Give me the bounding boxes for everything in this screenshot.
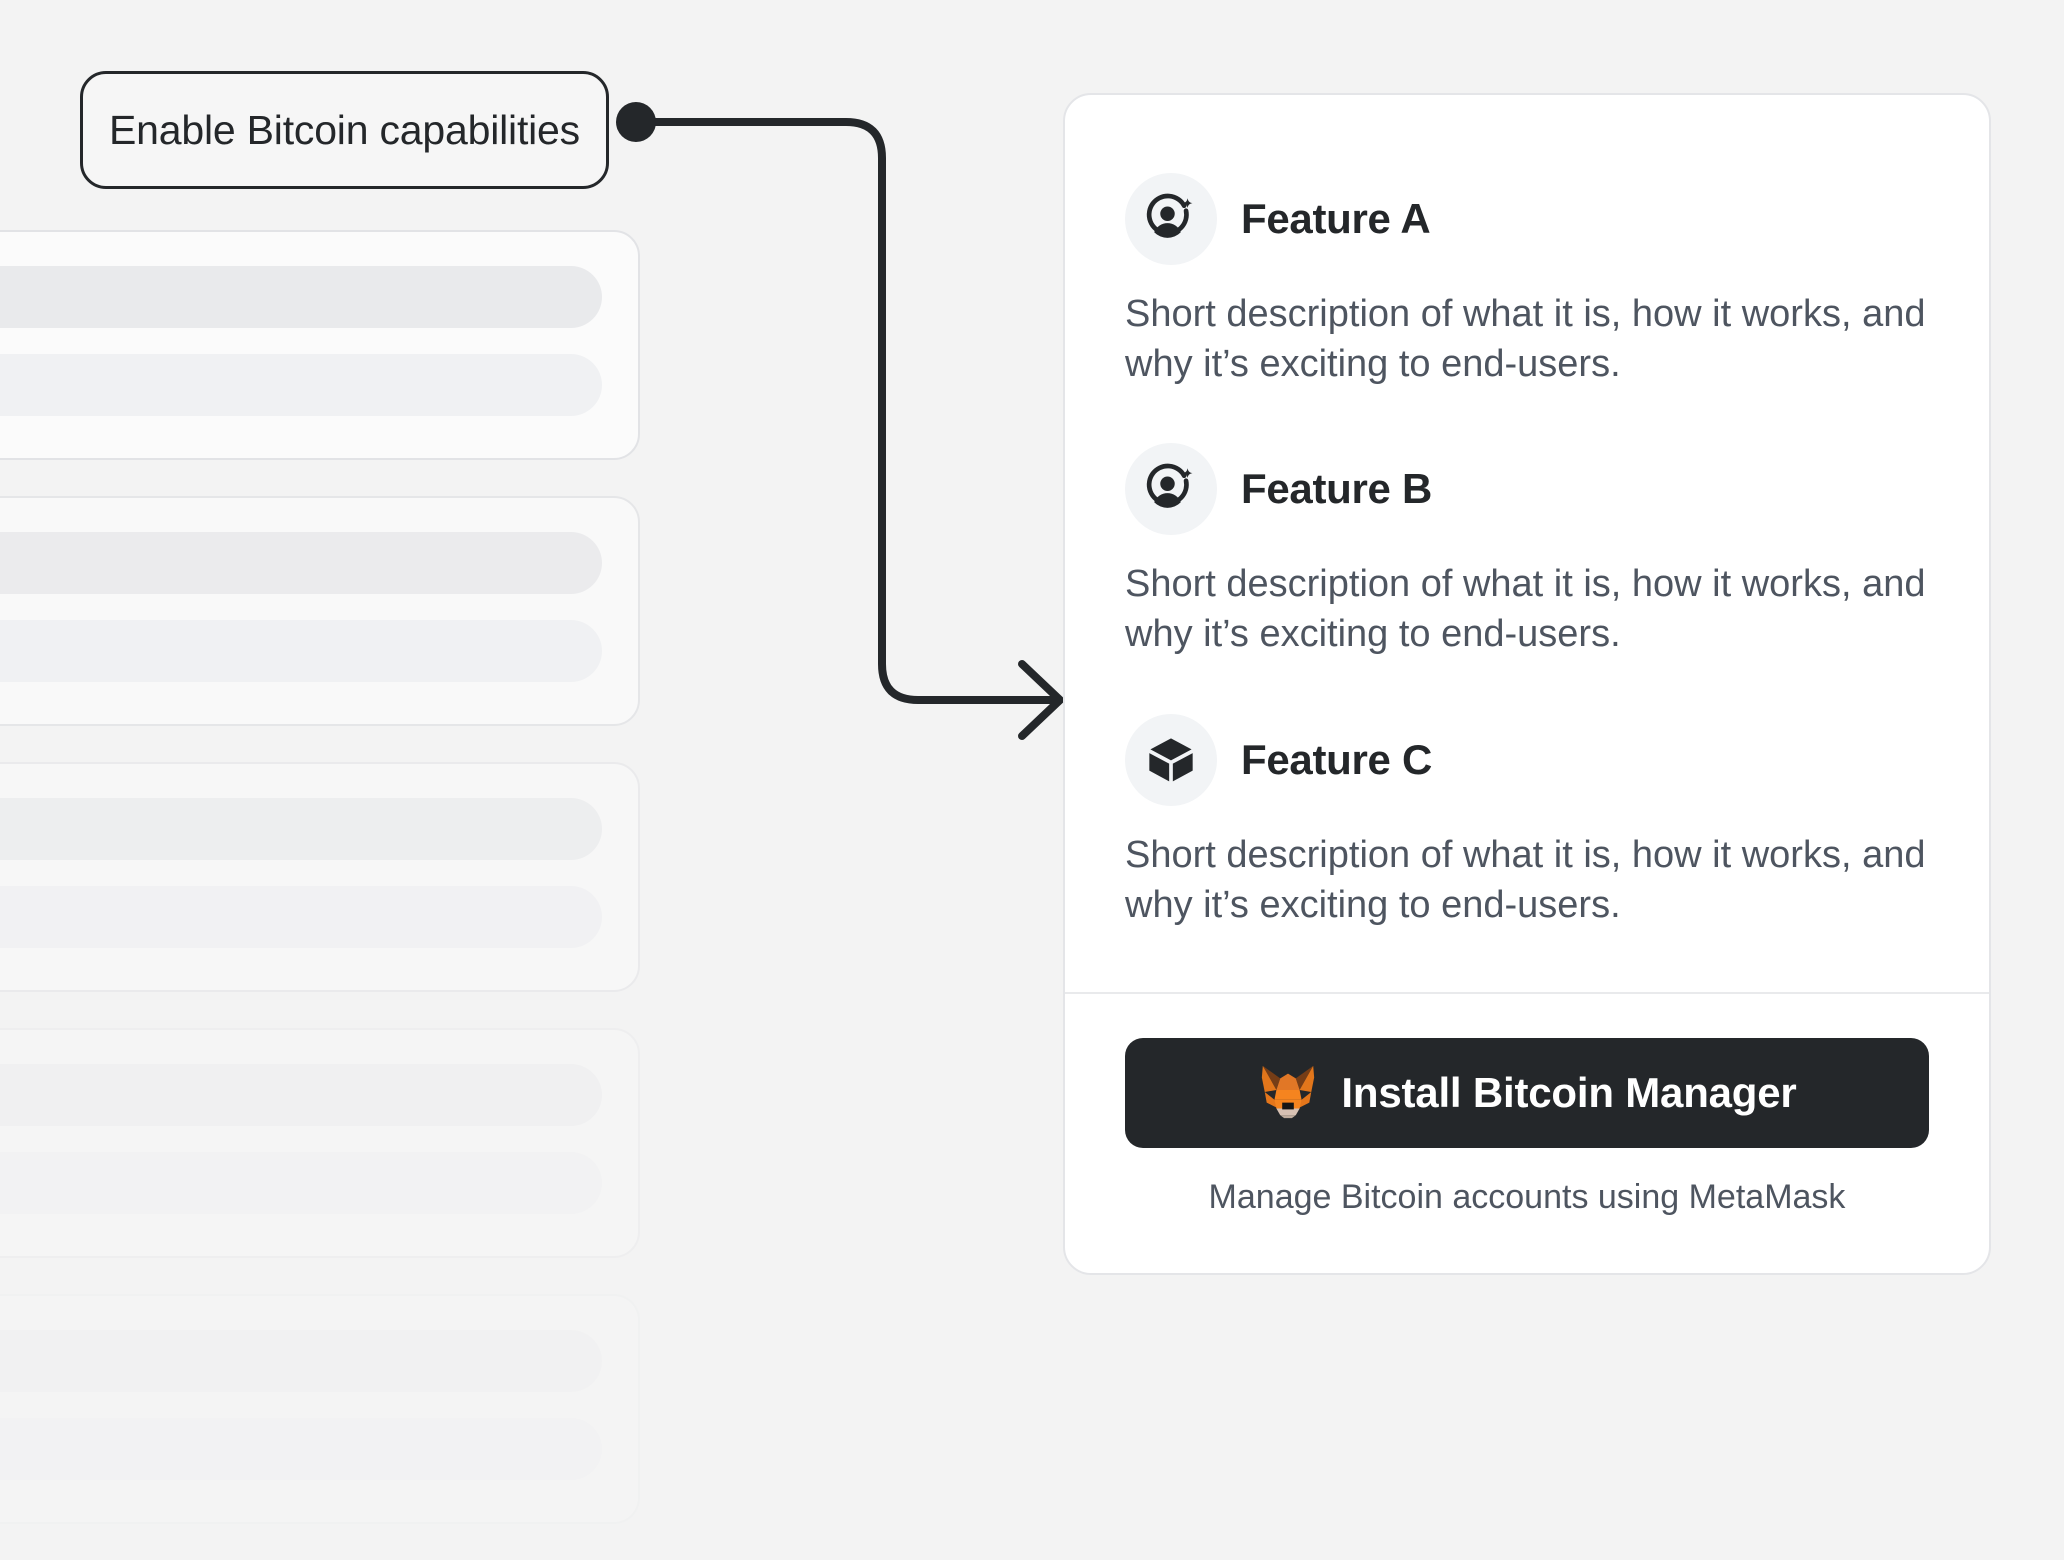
skeleton-bar: [0, 1064, 602, 1126]
feature-title: Feature B: [1241, 465, 1433, 513]
chevron-right-icon: [1018, 660, 1064, 740]
skeleton-card: [0, 1294, 640, 1524]
skeleton-bar: [0, 1330, 602, 1392]
metamask-fox-icon: [1257, 1060, 1319, 1125]
skeleton-bar: [0, 886, 602, 948]
skeleton-bar: [0, 532, 602, 594]
user-add-icon: [1125, 173, 1217, 265]
connector-start-dot: [616, 102, 656, 142]
skeleton-card: [0, 230, 640, 460]
annotation-pill[interactable]: Enable Bitcoin capabilities: [80, 71, 609, 189]
install-bitcoin-manager-button[interactable]: Install Bitcoin Manager: [1125, 1037, 1929, 1148]
skeleton-bar: [0, 620, 602, 682]
skeleton-card: [0, 1028, 640, 1258]
feature-list: Feature A Short description of what it i…: [1065, 95, 1989, 992]
skeleton-card: [0, 496, 640, 726]
install-caption: Manage Bitcoin accounts using MetaMask: [1208, 1177, 1846, 1216]
card-footer: Install Bitcoin Manager Manage Bitcoin a…: [1065, 991, 1989, 1273]
skeleton-card: [0, 762, 640, 992]
feature-title: Feature A: [1241, 195, 1431, 242]
skeleton-bar: [0, 1152, 602, 1214]
feature-description: Short description of what it is, how it …: [1125, 563, 1926, 656]
feature-description: Short description of what it is, how it …: [1125, 833, 1926, 926]
annotation-pill-label: Enable Bitcoin capabilities: [109, 106, 580, 153]
feature-header: Feature B: [1125, 443, 1929, 536]
feature-header: Feature C: [1125, 713, 1929, 806]
feature-title: Feature C: [1241, 735, 1433, 783]
skeleton-bar: [0, 266, 602, 328]
feature-description: Short description of what it is, how it …: [1125, 293, 1926, 386]
skeleton-bar: [0, 1418, 602, 1480]
cube-icon: [1125, 713, 1217, 806]
feature-row: Feature A Short description of what it i…: [1125, 173, 1929, 389]
feature-row: Feature B Short description of what it i…: [1125, 443, 1929, 659]
user-add-icon: [1125, 443, 1217, 536]
skeleton-placeholder-column: [0, 230, 640, 1560]
feature-row: Feature C Short description of what it i…: [1125, 713, 1929, 930]
feature-card: Feature A Short description of what it i…: [1063, 93, 1991, 1275]
skeleton-bar: [0, 798, 602, 860]
skeleton-bar: [0, 354, 602, 416]
feature-header: Feature A: [1125, 173, 1929, 265]
install-button-label: Install Bitcoin Manager: [1341, 1068, 1797, 1116]
